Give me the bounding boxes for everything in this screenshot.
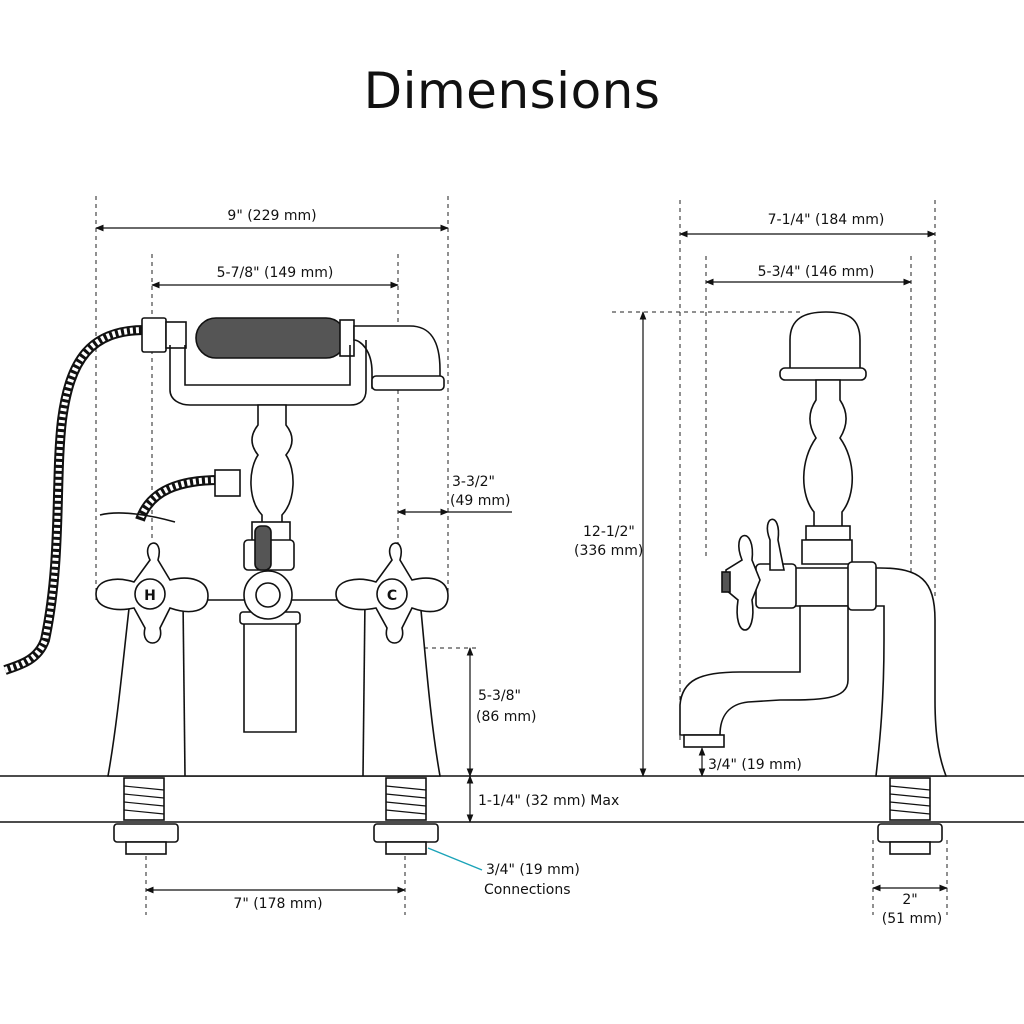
label-spout-height-1: 5-3/8" <box>478 688 521 704</box>
label-leg-spacing: 7" (178 mm) <box>233 896 322 912</box>
label-total-height-2: (336 mm) <box>574 543 643 559</box>
left-shank <box>113 777 179 855</box>
handshower <box>141 317 445 406</box>
cold-label: C <box>387 588 397 604</box>
right-shank <box>373 777 439 855</box>
side-body <box>679 567 948 777</box>
label-side-depth-2: (49 mm) <box>450 493 510 509</box>
label-overall-depth: 7-1/4" (184 mm) <box>768 212 885 228</box>
label-inner-depth: 5-3/4" (146 mm) <box>758 264 875 280</box>
cold-handle <box>335 542 449 644</box>
label-total-height-1: 12-1/2" <box>583 524 635 540</box>
label-leg-width-1: 2" <box>902 892 917 908</box>
side-shank <box>877 777 943 855</box>
label-leg-width-2: (51 mm) <box>882 911 942 927</box>
front-spout <box>239 611 301 733</box>
label-connections-1: 3/4" (19 mm) <box>486 862 580 878</box>
center-cap <box>243 570 293 620</box>
shower-hose <box>3 325 221 675</box>
riser-stem <box>214 404 294 543</box>
hot-label: H <box>144 588 156 604</box>
side-handshower <box>779 311 867 381</box>
diverter-lever <box>243 525 295 571</box>
label-deck-thickness: 1-1/4" (32 mm) Max <box>478 793 619 809</box>
label-spout-gap: 3/4" (19 mm) <box>708 757 802 773</box>
label-side-depth-1: 3-3/2" <box>452 474 495 490</box>
page-title: Dimensions <box>363 62 661 120</box>
label-center-width: 5-7/8" (149 mm) <box>217 265 334 281</box>
side-riser <box>801 379 854 565</box>
hot-handle <box>95 542 209 644</box>
side-view-faucet <box>612 200 948 915</box>
front-view-faucet <box>3 196 512 915</box>
label-overall-width: 9" (229 mm) <box>227 208 316 224</box>
label-spout-height-2: (86 mm) <box>476 709 536 725</box>
side-handle <box>721 518 785 631</box>
label-connections-2: Connections <box>484 882 571 898</box>
